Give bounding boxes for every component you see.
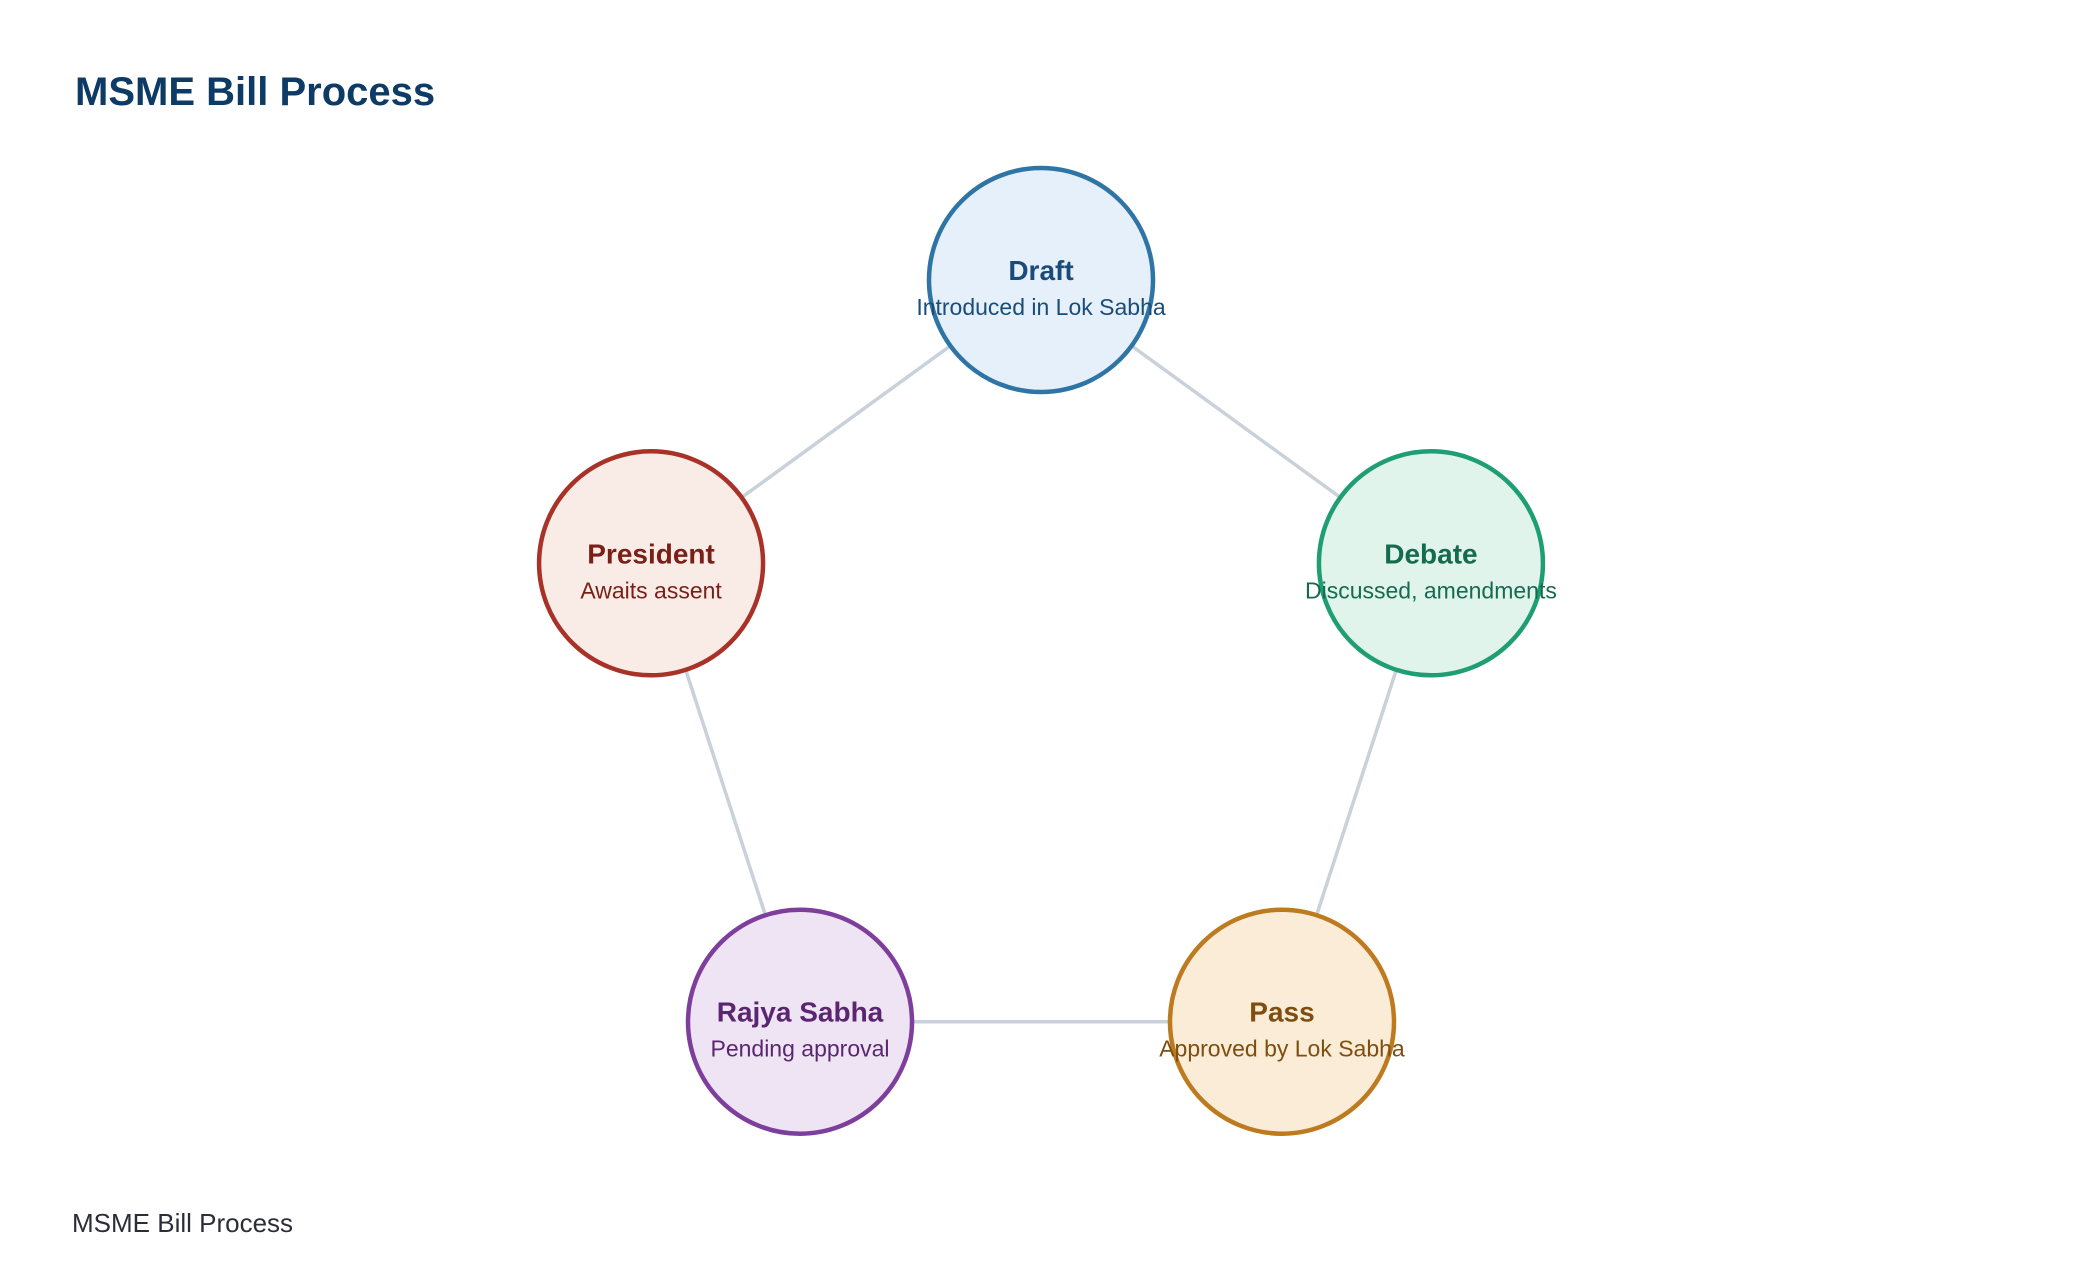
- node-circle-rajya-sabha: [685, 907, 915, 1136]
- node-label-president: President: [587, 538, 715, 569]
- node-circle-president: [536, 449, 766, 678]
- edge-draft-to-debate: [1130, 344, 1342, 499]
- node-sublabel-rajya-sabha: Pending approval: [710, 1036, 889, 1062]
- node-label-pass: Pass: [1249, 997, 1314, 1028]
- node-sublabel-draft: Introduced in Lok Sabha: [916, 294, 1166, 320]
- node-sublabel-president: Awaits assent: [580, 577, 722, 603]
- node-label-debate: Debate: [1384, 538, 1477, 569]
- footer-caption: MSME Bill Process: [72, 1208, 294, 1238]
- edge-rajya-sabha-to-president: [684, 669, 768, 916]
- node-sublabel-pass: Approved by Lok Sabha: [1159, 1036, 1405, 1062]
- node-circle-debate: [1316, 449, 1546, 678]
- edge-president-to-draft: [740, 344, 952, 499]
- edge-debate-to-pass: [1314, 669, 1398, 916]
- node-label-rajya-sabha: Rajya Sabha: [717, 997, 884, 1028]
- node-circle-draft: [926, 165, 1156, 395]
- node-circle-pass: [1167, 907, 1397, 1136]
- diagram-title: MSME Bill Process: [75, 70, 436, 114]
- node-sublabel-debate: Discussed, amendments: [1305, 577, 1557, 603]
- edges-layer: [684, 344, 1398, 1024]
- node-label-draft: Draft: [1008, 255, 1073, 286]
